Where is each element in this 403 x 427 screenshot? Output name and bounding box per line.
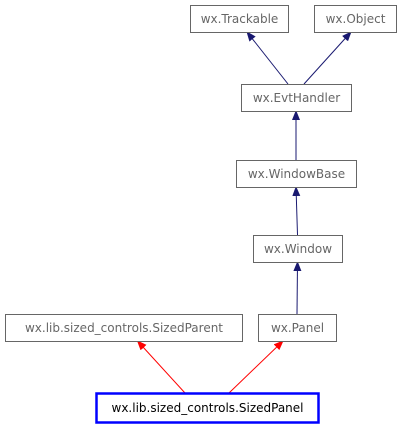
- class-node-box: [95, 392, 320, 424]
- class-node-window[interactable]: wx.Window: [253, 235, 343, 263]
- class-node-box: [253, 235, 343, 263]
- class-node-label: wx.Object: [326, 12, 386, 26]
- class-node-label: wx.lib.sized_controls.SizedParent: [25, 321, 223, 335]
- class-node-label: wx.EvtHandler: [253, 91, 340, 105]
- class-node-box: [236, 160, 357, 188]
- class-node-panel[interactable]: wx.Panel: [258, 314, 337, 342]
- edge-evthandler-to-trackable: [246, 31, 289, 85]
- nodes-layer: wx.Trackable wx.Object wx.EvtHandler wx.Win…: [5, 5, 397, 424]
- class-node-box: [241, 84, 352, 112]
- class-node-box: [5, 314, 243, 342]
- class-node-sizedpanel[interactable]: wx.lib.sized_controls.SizedPanel: [95, 392, 320, 424]
- class-node-label: wx.Window: [264, 242, 332, 256]
- edge-panel-to-window: [293, 261, 302, 315]
- edge-sizedpanel-to-panel: [228, 340, 284, 394]
- class-node-box: [190, 5, 289, 33]
- class-node-sizedparent[interactable]: wx.lib.sized_controls.SizedParent: [5, 314, 243, 342]
- class-node-box: [258, 314, 337, 342]
- class-node-label: wx.WindowBase: [248, 167, 345, 181]
- class-node-label: wx.lib.sized_controls.SizedPanel: [112, 401, 304, 415]
- edge-evthandler-to-object: [303, 31, 352, 85]
- class-node-label: wx.Trackable: [201, 12, 279, 26]
- class-node-label: wx.Panel: [271, 321, 324, 335]
- edge-sizedpanel-to-sizedparent: [136, 340, 186, 394]
- class-node-evthandler[interactable]: wx.EvtHandler: [241, 84, 352, 112]
- class-node-windowbase[interactable]: wx.WindowBase: [236, 160, 357, 188]
- class-node-trackable[interactable]: wx.Trackable: [190, 5, 289, 33]
- edge-window-to-windowbase: [292, 186, 301, 236]
- class-node-box: [314, 5, 397, 33]
- class-node-object[interactable]: wx.Object: [314, 5, 397, 33]
- edges-layer: [136, 31, 352, 394]
